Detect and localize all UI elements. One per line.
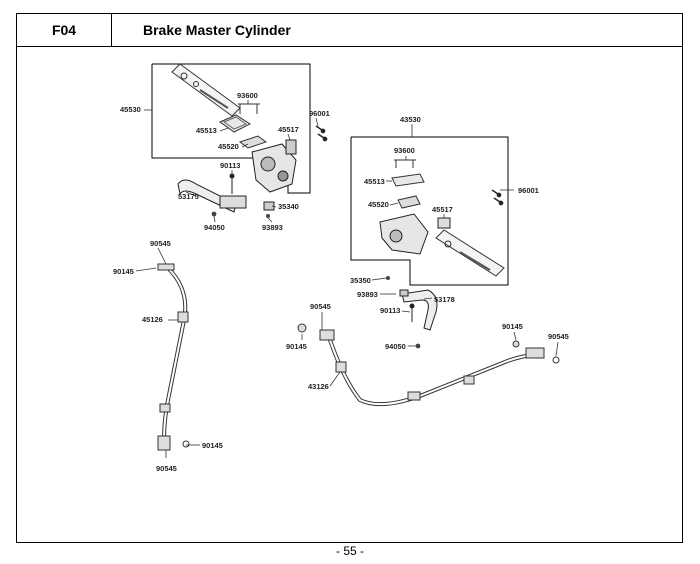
label-45517-left: 45517: [278, 125, 299, 134]
label-90545-hose-left-bottom: 90545: [156, 464, 177, 473]
right-brake-switch: [399, 289, 409, 297]
label-90145-hose-left-bottom: 90145: [202, 441, 223, 450]
label-45520-right: 45520: [368, 200, 389, 209]
left-diaphragm: [218, 114, 252, 133]
label-43126: 43126: [308, 382, 329, 391]
leader-lines: [135, 100, 559, 458]
label-53175: 53175: [178, 192, 199, 201]
section-code: F04: [17, 14, 112, 46]
left-cap-screws: [238, 103, 260, 114]
label-45513-right: 45513: [364, 177, 385, 186]
diagram-frame: F04 Brake Master Cylinder: [16, 13, 683, 543]
right-diaphragm: [391, 173, 425, 187]
label-96001-right: 96001: [518, 186, 539, 195]
right-mirror-screws: [491, 189, 504, 206]
right-cap-screws: [394, 159, 416, 168]
label-96001-left: 96001: [309, 109, 330, 118]
left-pivot-bolt: [229, 173, 235, 194]
right-pivot-bolt: [409, 303, 415, 322]
page-number: - 55 -: [335, 544, 364, 558]
left-reservoir-strip: [171, 63, 241, 117]
label-35350: 35350: [350, 276, 371, 285]
label-53178: 53178: [434, 295, 455, 304]
label-90145-hose-right-end: 90145: [502, 322, 523, 331]
label-90113-right: 90113: [380, 306, 400, 315]
left-brake-hose: [157, 263, 190, 451]
label-90545-hose-left-top: 90545: [150, 239, 171, 248]
label-43530: 43530: [400, 115, 421, 124]
left-nut: [211, 211, 217, 217]
label-90545-hose-right-top: 90545: [310, 302, 331, 311]
label-90145-hose-right-top: 90145: [286, 342, 307, 351]
left-brake-switch: [263, 201, 275, 211]
label-35340: 35340: [278, 202, 299, 211]
label-45126: 45126: [142, 315, 163, 324]
left-master-cylinder-body: [251, 139, 297, 193]
left-kit-box: [151, 63, 311, 194]
label-90545-hose-right-end: 90545: [548, 332, 569, 341]
left-brake-lever: [177, 179, 247, 213]
label-94050-right: 94050: [385, 342, 406, 351]
label-90145-hose-left-top: 90145: [113, 267, 134, 276]
right-nut: [415, 343, 421, 349]
page-title: Brake Master Cylinder: [143, 22, 291, 38]
label-45520-left: 45520: [218, 142, 239, 151]
right-master-cylinder-body: [379, 213, 429, 255]
label-94050-left: 94050: [204, 223, 225, 232]
label-93600-left: 93600: [237, 91, 258, 100]
right-switch-part: [437, 217, 451, 229]
label-93893-right: 93893: [357, 290, 378, 299]
header-bar: F04 Brake Master Cylinder: [17, 14, 682, 47]
right-brake-lever: [401, 289, 438, 331]
left-small-screw: [266, 214, 270, 218]
right-plate: [397, 195, 421, 209]
right-kit-box: [350, 136, 509, 286]
label-93600-right: 93600: [394, 146, 415, 155]
right-reservoir-strip: [435, 229, 505, 277]
right-small-screw: [386, 276, 390, 280]
right-brake-hose: [297, 323, 560, 407]
label-45517-right: 45517: [432, 205, 453, 214]
label-45513-left: 45513: [196, 126, 217, 135]
label-90113-left: 90113: [220, 161, 240, 170]
label-93893-left: 93893: [262, 223, 283, 232]
left-mirror-screws: [315, 125, 328, 142]
label-45530: 45530: [120, 105, 141, 114]
